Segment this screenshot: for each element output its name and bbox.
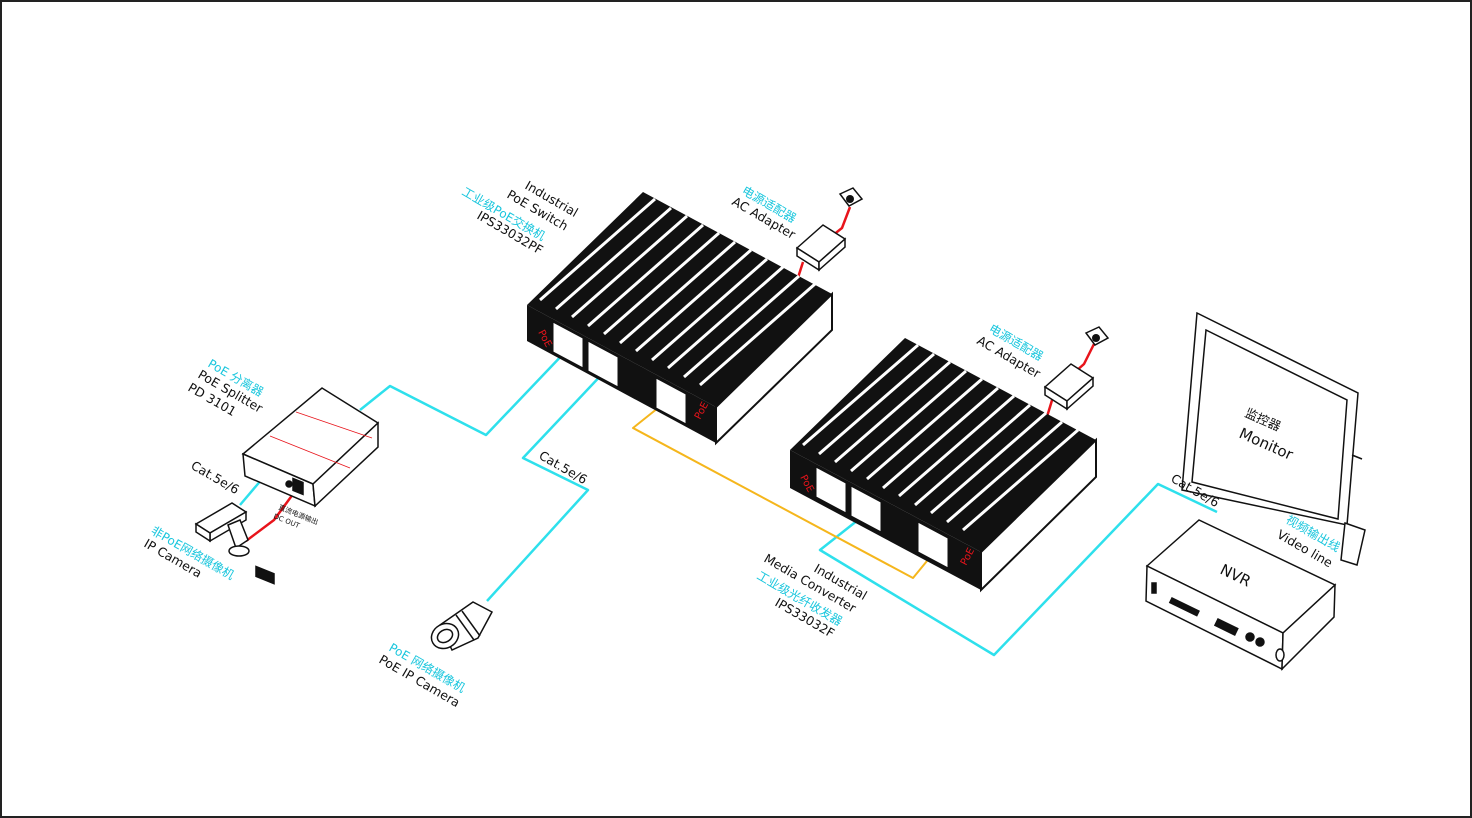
ip-camera (194, 502, 250, 557)
cable-splitter-switch (359, 349, 568, 437)
poe-ip-camera (430, 601, 494, 651)
ac-adapter-2 (1043, 363, 1095, 411)
cable-poecam-switch (486, 369, 607, 602)
power-cable-dc (245, 489, 298, 542)
fiber-switch-converter (632, 399, 937, 579)
poe-switch: PoE PoE (527, 192, 833, 446)
cable-converter-nvr (818, 482, 1218, 657)
poe-splitter (241, 387, 380, 585)
nvr (1145, 519, 1337, 671)
monitor (1181, 311, 1366, 566)
wall-socket-1 (838, 187, 864, 207)
wall-socket-2 (1084, 326, 1110, 346)
media-converter: PoE PoE (790, 338, 1097, 593)
ac-adapter-1 (795, 224, 847, 272)
